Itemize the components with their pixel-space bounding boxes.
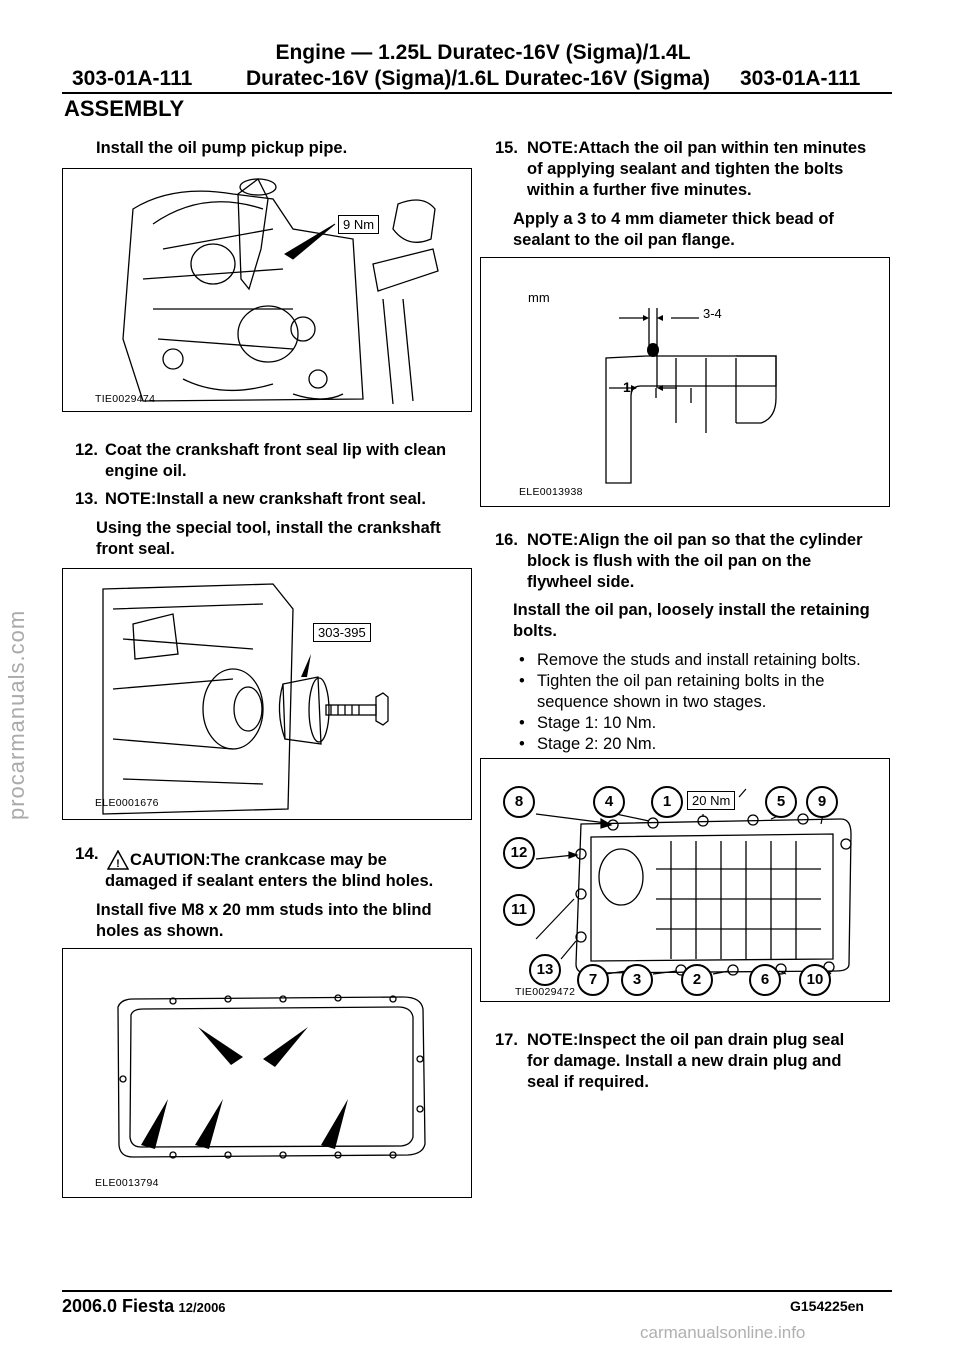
step14-caution-2: damaged if sealant enters the blind hole… — [105, 872, 434, 890]
step15-note-1: NOTE:Attach the oil pan within ten minut… — [527, 139, 867, 157]
step16-text-2: bolts. — [513, 622, 557, 640]
bolt-number: 4 — [593, 786, 625, 818]
step14-text-2: holes as shown. — [96, 922, 224, 940]
step16-text-1: Install the oil pan, loosely install the… — [513, 601, 870, 619]
step16-note-1: NOTE:Align the oil pan so that the cylin… — [527, 531, 863, 549]
sealant-bead-section-drawing — [605, 308, 777, 484]
torque-callout: 20 Nm — [687, 791, 736, 810]
bolt-number: 11 — [503, 894, 535, 926]
step15-note-3: within a further five minutes. — [527, 181, 752, 199]
figure-id: ELE0013938 — [519, 486, 583, 498]
figure-front-seal-tool: 303-395 ELE0001676 — [62, 568, 472, 820]
warning-triangle-icon: ! — [106, 849, 130, 875]
step17-note-2: for damage. Install a new drain plug and — [527, 1052, 842, 1070]
step15-text-2: sealant to the oil pan flange. — [513, 231, 735, 249]
figure-id: ELE0001676 — [95, 797, 159, 809]
bullet-item: Remove the studs and install retaining b… — [519, 650, 861, 671]
footer-code: G154225en — [790, 1298, 864, 1314]
step16-num: 16. — [495, 531, 518, 549]
figure-bolt-sequence: 8 4 1 20 Nm 5 9 12 11 13 7 3 2 6 10 TIE0… — [480, 758, 890, 1002]
bullet-item: Tighten the oil pan retaining bolts in t… — [519, 671, 824, 692]
step14-text-1: Install five M8 x 20 mm studs into the b… — [96, 901, 432, 919]
step13-note: NOTE:Install a new crankshaft front seal… — [105, 490, 426, 508]
step13-text-2: front seal. — [96, 540, 175, 558]
bullet-item-continued: sequence shown in two stages. — [537, 693, 767, 711]
bolt-number: 3 — [621, 964, 653, 996]
step17-note-1: NOTE:Inspect the oil pan drain plug seal — [527, 1031, 845, 1049]
step15-text-1: Apply a 3 to 4 mm diameter thick bead of — [513, 210, 834, 228]
figure-id: TIE0029474 — [95, 393, 156, 405]
torque-callout: 9 Nm — [338, 215, 380, 234]
header-section-left: 303-01A-111 — [72, 67, 193, 90]
step12-text-1: Coat the crankshaft front seal lip with … — [105, 441, 447, 459]
oil-pan-bolt-sequence-drawing — [535, 788, 852, 977]
header-rule — [62, 92, 892, 94]
step17-note-3: seal if required. — [527, 1073, 649, 1091]
step13-text-1: Using the special tool, install the cran… — [96, 519, 441, 537]
bolt-number: 1 — [651, 786, 683, 818]
svg-text:!: ! — [116, 858, 120, 870]
step15-num: 15. — [495, 139, 518, 157]
footer-date: 12/2006 — [178, 1300, 226, 1315]
step13-num: 13. — [75, 490, 98, 508]
side-watermark: procarmanuals.com — [4, 609, 29, 820]
dimension-bead: 3-4 — [703, 306, 722, 321]
step12-num: 12. — [75, 441, 98, 459]
footer-rule — [62, 1290, 892, 1292]
oil-pan-flange-drawing — [117, 994, 426, 1159]
footer-watermark: carmanualsonline.info — [640, 1323, 806, 1342]
figure-oil-pump-pickup: 9 Nm TIE0029474 — [62, 168, 472, 412]
step14-caution-1: CAUTION:The crankcase may be — [130, 851, 387, 869]
bolt-number: 12 — [503, 837, 535, 869]
step15-note-2: of applying sealant and tighten the bolt… — [527, 160, 844, 178]
figure-sealant-bead: mm 3-4 1 ELE0013938 — [480, 257, 890, 507]
step16-note-3: flywheel side. — [527, 573, 635, 591]
header-title-line2: Duratec-16V (Sigma)/1.6L Duratec-16V (Si… — [245, 67, 711, 90]
figure-stud-locations: ELE0013794 — [62, 948, 472, 1198]
header-section-right: 303-01A-111 — [740, 67, 861, 90]
section-heading: ASSEMBLY — [64, 96, 185, 121]
bolt-number: 13 — [529, 954, 561, 986]
footer-model: 2006.0 Fiesta — [62, 1296, 175, 1316]
step11-text: Install the oil pump pickup pipe. — [96, 139, 348, 157]
bolt-number: 8 — [503, 786, 535, 818]
bolt-number: 5 — [765, 786, 797, 818]
engine-front-drawing — [122, 178, 439, 405]
bolt-number: 6 — [749, 964, 781, 996]
bullet-item: Stage 2: 20 Nm. — [519, 734, 656, 755]
figure-id: ELE0013794 — [95, 1177, 159, 1189]
bolt-number: 9 — [806, 786, 838, 818]
seal-install-drawing — [102, 583, 389, 815]
tool-callout: 303-395 — [313, 623, 371, 642]
step12-text-2: engine oil. — [105, 462, 187, 480]
figure-id: TIE0029472 — [515, 986, 576, 998]
bolt-number: 7 — [577, 964, 609, 996]
dimension-offset: 1 — [623, 379, 631, 395]
footer-model-info: 2006.0 Fiesta 12/2006 — [62, 1296, 226, 1317]
bolt-number: 10 — [799, 964, 831, 996]
header-title-line1: Engine — 1.25L Duratec-16V (Sigma)/1.4L — [275, 41, 691, 64]
step17-num: 17. — [495, 1031, 518, 1049]
step14-num: 14. — [75, 844, 99, 863]
bullet-item: Stage 1: 10 Nm. — [519, 713, 656, 734]
unit-label: mm — [528, 290, 550, 305]
bolt-number: 2 — [681, 964, 713, 996]
step16-note-2: block is flush with the oil pan on the — [527, 552, 812, 570]
